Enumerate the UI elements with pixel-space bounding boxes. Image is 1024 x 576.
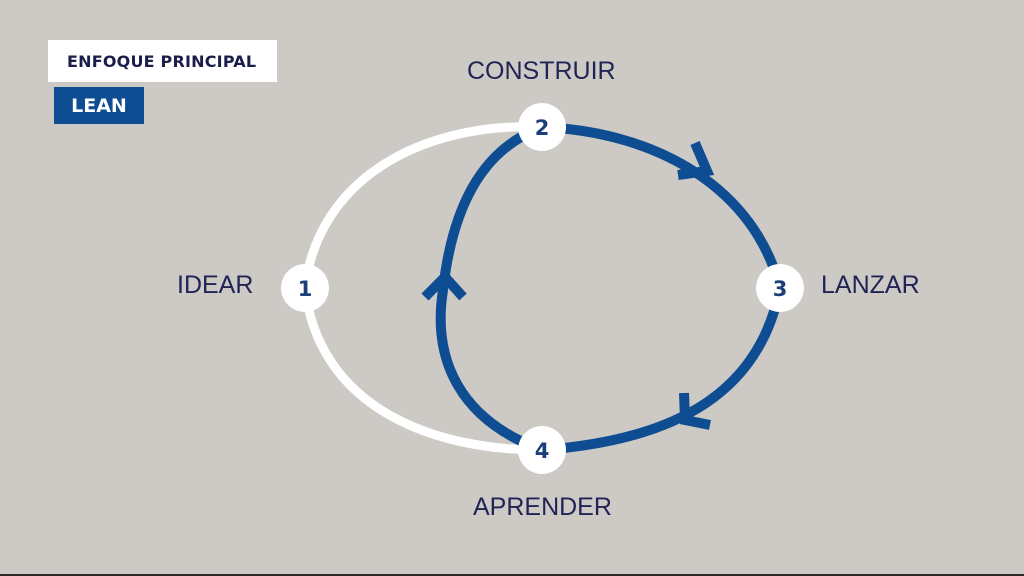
arrow-right-top-icon xyxy=(677,141,715,180)
node-2: 2 xyxy=(518,103,566,151)
node-2-number: 2 xyxy=(535,116,550,140)
node-1: 1 xyxy=(281,264,329,312)
node-4-number: 4 xyxy=(535,439,550,463)
stage-label-construir: CONSTRUIR xyxy=(467,57,616,85)
blue-loop-right-path xyxy=(537,122,786,455)
arrow-right-bottom-icon xyxy=(679,392,711,430)
bottom-border xyxy=(0,574,1024,576)
topic-badge: LEAN xyxy=(54,87,144,124)
blue-loop-inner-path xyxy=(435,122,547,455)
category-label: ENFOQUE PRINCIPAL xyxy=(48,40,277,82)
stage-label-lanzar: LANZAR xyxy=(821,271,920,299)
arrow-inner-up-icon xyxy=(421,269,467,301)
stage-label-idear: IDEAR xyxy=(177,271,254,299)
stage-label-aprender: APRENDER xyxy=(473,493,612,521)
node-1-number: 1 xyxy=(298,277,313,301)
node-3: 3 xyxy=(756,264,804,312)
node-3-number: 3 xyxy=(773,277,788,301)
node-4: 4 xyxy=(518,426,566,474)
white-loop-path xyxy=(300,122,547,455)
